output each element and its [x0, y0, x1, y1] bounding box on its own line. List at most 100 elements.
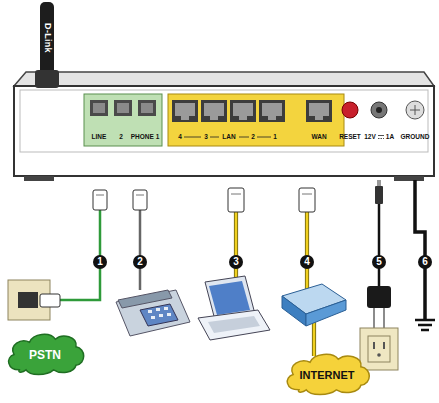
phone-port-panel — [84, 94, 162, 146]
wan-cable — [299, 188, 315, 356]
cloud-outline — [287, 354, 369, 394]
port-label: LINE — [92, 134, 107, 141]
phone-port-panel — [93, 103, 105, 113]
port-label: WAN — [311, 134, 326, 141]
callout-number: 5 — [372, 255, 386, 269]
ethernet-port-panel — [175, 103, 195, 116]
phone-port-panel — [90, 100, 108, 116]
port-label: 3 — [204, 134, 208, 141]
ground-wire — [415, 319, 435, 322]
ground-screw — [406, 101, 424, 119]
power-jack — [378, 138, 384, 139]
wan-cable — [299, 188, 315, 212]
antenna — [35, 2, 59, 88]
telephone-cable — [139, 210, 142, 290]
modem — [282, 296, 306, 326]
telephone — [151, 316, 155, 319]
callout-number: 3 — [229, 255, 243, 269]
telephone — [164, 307, 168, 310]
power-cable — [373, 308, 375, 330]
power-cable — [360, 328, 398, 370]
ethernet-port-panel — [239, 137, 249, 138]
ethernet-port-panel — [306, 100, 332, 122]
telephone — [140, 304, 178, 326]
port-label: 4 — [178, 134, 182, 141]
port-label: 1A — [386, 134, 394, 141]
power-jack — [378, 135, 384, 136]
cloud-label: PSTN — [29, 348, 61, 362]
telephone — [116, 290, 190, 336]
power-cable — [383, 342, 385, 349]
ethernet-port-panel — [268, 116, 276, 120]
port-label: 2 — [119, 134, 123, 141]
antenna — [35, 70, 59, 88]
ethernet-port-panel — [257, 137, 271, 138]
telephone — [148, 310, 152, 313]
router-body — [24, 176, 54, 181]
telephone-cable — [133, 190, 147, 210]
antenna — [40, 2, 54, 78]
phone-port-panel — [114, 100, 132, 116]
phone-line-cable — [40, 294, 60, 307]
laptop — [198, 276, 270, 340]
ethernet-port-panel — [168, 94, 344, 146]
laptop — [208, 316, 260, 333]
router-body — [394, 176, 424, 181]
power-cable — [360, 180, 398, 370]
ground-screw — [406, 101, 424, 119]
port-label: RESET — [339, 134, 361, 141]
power-cable — [368, 336, 390, 362]
power-jack — [376, 107, 382, 113]
reset-button — [342, 102, 358, 118]
callout-number: 1 — [93, 255, 107, 269]
ethernet-port-panel — [168, 94, 344, 146]
phone-line-cable — [96, 195, 104, 196]
wan-cable — [312, 322, 316, 356]
ethernet-port-panel — [233, 103, 253, 116]
ethernet-port-panel — [262, 103, 282, 116]
phone-line-cable — [8, 190, 107, 320]
modem — [282, 284, 346, 326]
telephone — [167, 313, 171, 316]
router-body — [14, 72, 434, 181]
phone-line-cable — [93, 190, 107, 210]
ethernet-port-panel — [230, 100, 256, 122]
ethernet-port-panel — [172, 100, 198, 122]
power-jack — [371, 102, 387, 118]
ethernet-port-panel — [210, 137, 219, 138]
port-label: 1 — [273, 134, 277, 141]
power-cable — [367, 286, 391, 308]
power-cable — [373, 342, 375, 349]
modem — [306, 300, 346, 326]
callout-number: 4 — [300, 255, 314, 269]
ethernet-port-panel — [259, 100, 285, 122]
router-body — [14, 86, 434, 176]
telephone — [116, 290, 190, 336]
power-cable — [377, 353, 381, 357]
wan-cable — [313, 322, 315, 356]
telephone-cable — [133, 190, 147, 290]
brand-name: D-Link — [43, 23, 52, 53]
telephone-cable — [136, 195, 144, 196]
ground-screw — [415, 105, 416, 115]
phone-port-panel — [141, 103, 153, 113]
ethernet-port-panel — [204, 103, 224, 116]
ethernet-port-panel — [184, 137, 201, 138]
ethernet-port-panel — [315, 116, 323, 120]
port-label: PHONE 1 — [131, 134, 160, 141]
telephone — [148, 307, 171, 319]
power-cable — [383, 308, 385, 330]
port-label: GROUND — [401, 134, 430, 141]
wan-cable — [306, 212, 308, 290]
phone-port-panel — [84, 94, 162, 146]
port-label: LAN — [222, 134, 235, 141]
ethernet-port-panel — [210, 116, 218, 120]
ground-wire — [418, 324, 432, 327]
lan-cable — [231, 194, 241, 195]
callout-number: 2 — [133, 255, 147, 269]
power-cable — [378, 204, 381, 286]
laptop — [209, 281, 250, 315]
phone-line-cable — [60, 210, 100, 300]
ethernet-port-panel — [201, 100, 227, 122]
